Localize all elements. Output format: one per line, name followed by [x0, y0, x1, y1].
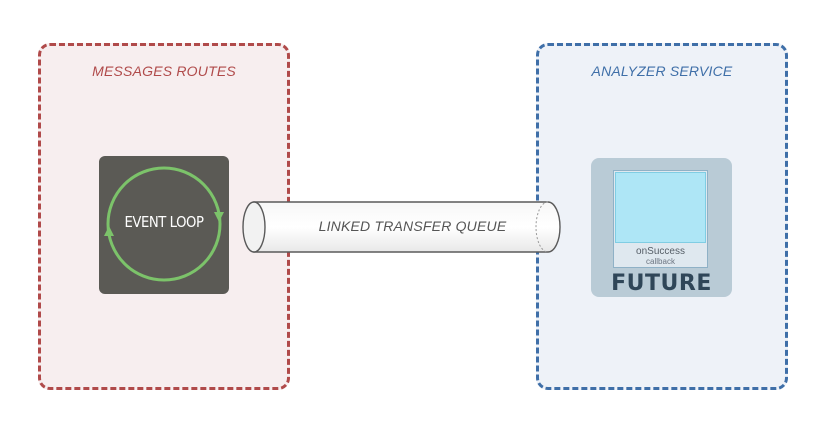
analyzer-service-title: ANALYZER SERVICE	[591, 63, 733, 79]
messages-routes-title: MESSAGES ROUTES	[92, 63, 236, 79]
future-box: onSuccess callback FUTURE	[591, 158, 732, 297]
event-loop-box: EVENT LOOP	[99, 156, 229, 294]
future-screen	[615, 172, 706, 243]
on-success-label: onSuccess	[636, 246, 685, 257]
callback-label: callback	[646, 257, 675, 266]
cycle-arrows-icon	[104, 166, 224, 282]
linked-transfer-queue-label: LINKED TRANSFER QUEUE	[318, 218, 507, 234]
future-title: FUTURE	[611, 271, 712, 296]
linked-transfer-queue-tube	[242, 201, 561, 253]
event-loop-label: EVENT LOOP	[124, 213, 204, 231]
future-panel: onSuccess callback	[613, 170, 708, 268]
